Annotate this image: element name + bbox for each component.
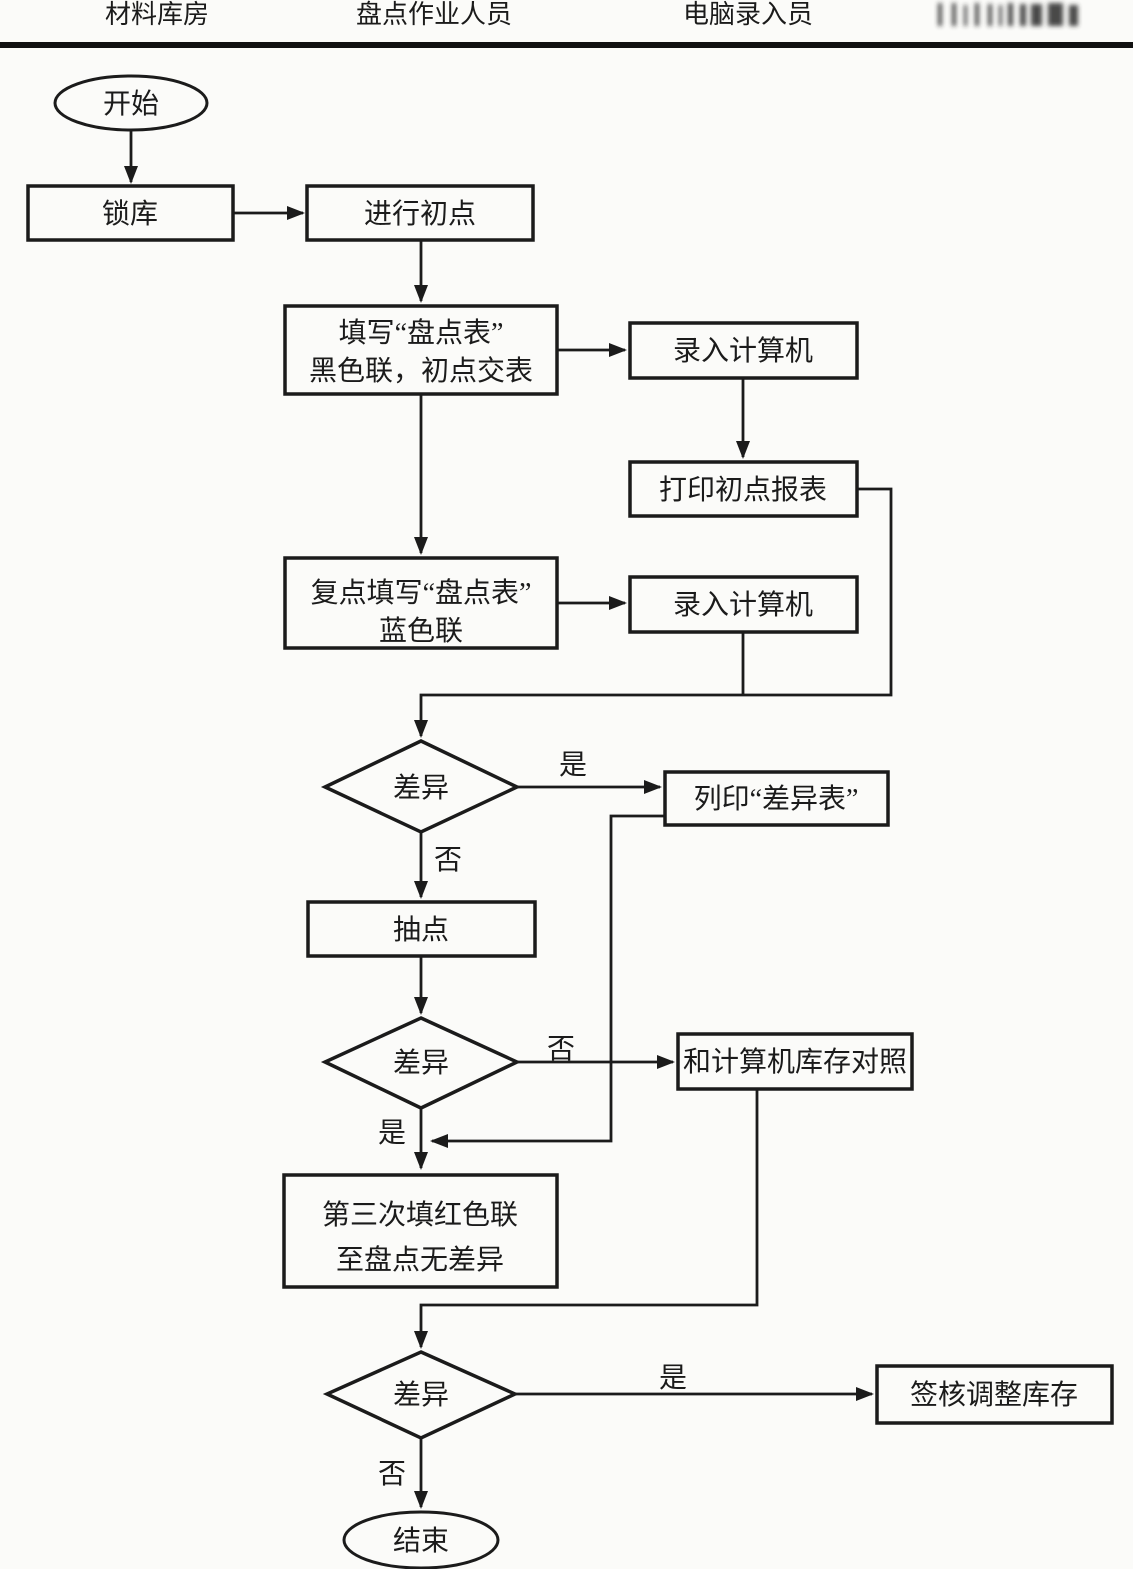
spot-check-box <box>306 900 537 958</box>
flow-nodes: 开始 锁库 进行初点 填写“盘点表” 黑色联，初点交表 录入计算机 打印初点报表… <box>26 74 1114 1569</box>
recount-fill-label-line1: 复点填写“盘点表” <box>311 577 532 609</box>
end-label: 结束 <box>393 1525 449 1557</box>
flow-connectors <box>124 131 893 1509</box>
diff3-no-label: 否 <box>378 1459 406 1490</box>
redacted-blurred-text <box>938 3 1078 26</box>
fill-sheet-label-line2: 黑色联，初点交表 <box>309 355 533 387</box>
diff1-no-label: 否 <box>434 845 462 876</box>
enter-computer-1-label: 录入计算机 <box>673 335 813 367</box>
third-fill-red-label-line1: 第三次填红色联 <box>322 1199 518 1231</box>
edge-print-to-diff1 <box>414 487 893 738</box>
difference-decision-1-label: 差异 <box>393 772 449 804</box>
edge-printdiff-feedback <box>430 814 665 1148</box>
header-col-computer-entry-clerk: 电脑录入员 <box>683 0 813 29</box>
header-col-material-warehouse: 材料库房 <box>105 0 209 29</box>
enter-computer-2-box <box>628 575 859 634</box>
initial-count-label: 进行初点 <box>364 198 476 230</box>
header-row: 材料库房 盘点作业人员 电脑录入员 <box>0 0 1133 48</box>
compare-inventory-box <box>676 1032 914 1091</box>
start-label: 开始 <box>103 88 159 120</box>
print-diff-sheet-box <box>663 770 890 827</box>
enter-computer-1-box <box>628 321 859 380</box>
print-report-label: 打印初点报表 <box>659 474 827 506</box>
diff2-no-label: 否 <box>547 1034 575 1065</box>
recount-fill-label-line2: 蓝色联 <box>379 615 463 647</box>
print-report-box <box>628 460 859 518</box>
enter-computer-2-label: 录入计算机 <box>673 589 813 621</box>
difference-decision-3 <box>322 1350 520 1440</box>
header-col-counting-staff: 盘点作业人员 <box>356 0 512 29</box>
lock-warehouse-box <box>26 184 235 242</box>
difference-decision-2 <box>320 1016 522 1110</box>
diff2-yes-label: 是 <box>378 1118 406 1149</box>
recount-fill-box <box>283 556 559 650</box>
edge-labels: 是 否 否 是 是 否 <box>378 750 687 1490</box>
fill-sheet-label-line1: 填写“盘点表” <box>339 317 504 349</box>
difference-decision-2-label: 差异 <box>393 1047 449 1079</box>
initial-count-box <box>305 184 535 242</box>
print-diff-sheet-label: 列印“差异表” <box>694 783 859 815</box>
end-terminator <box>342 1510 500 1569</box>
fill-sheet-box <box>283 304 559 396</box>
header-divider-rule <box>0 42 1133 48</box>
difference-decision-1 <box>320 739 522 834</box>
lock-warehouse-label: 锁库 <box>102 198 158 230</box>
spot-check-label: 抽点 <box>393 914 449 946</box>
third-fill-red-box <box>282 1173 559 1289</box>
difference-decision-3-label: 差异 <box>393 1379 449 1411</box>
sign-adjust-box <box>875 1364 1114 1425</box>
compare-inventory-label: 和计算机库存对照 <box>683 1046 907 1078</box>
sign-adjust-label: 签核调整库存 <box>910 1379 1078 1411</box>
start-terminator <box>53 74 209 132</box>
diff3-yes-label: 是 <box>659 1363 687 1394</box>
diff1-yes-label: 是 <box>559 750 587 781</box>
third-fill-red-label-line2: 至盘点无差异 <box>336 1244 504 1276</box>
edge-compare-to-diff3 <box>414 1089 759 1349</box>
